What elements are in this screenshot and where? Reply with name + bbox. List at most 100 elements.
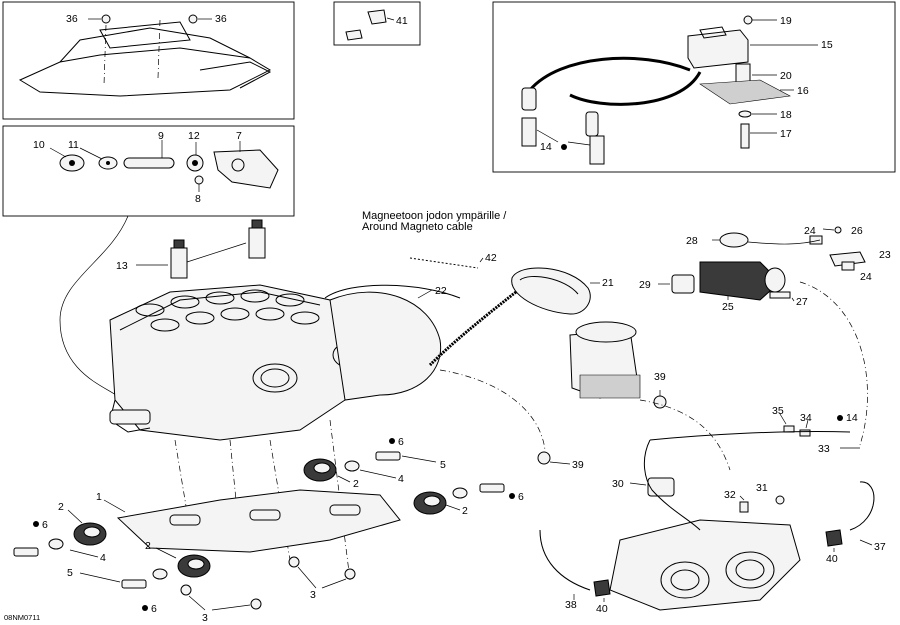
- callout-18: 18: [780, 109, 792, 121]
- callout-40-right: 40: [826, 553, 838, 565]
- callout-38: 38: [565, 599, 577, 611]
- spark-plug-14-right: [589, 135, 605, 165]
- chassis-drawing: [18, 19, 272, 97]
- callout-31: 31: [756, 482, 768, 494]
- intake-port-left: [252, 363, 298, 393]
- lubricant-icon-6c: [389, 438, 395, 444]
- inset-box-chassis: [2, 1, 295, 120]
- ignition-cable-right: [569, 71, 702, 106]
- spark-plug-13-left: [170, 239, 188, 279]
- screw-19: [743, 15, 753, 25]
- part-12-gear: [186, 154, 204, 172]
- clamp-39-upper: [653, 395, 667, 409]
- washer-18: [738, 110, 752, 118]
- callout-4-right: 4: [398, 473, 404, 485]
- callout-6-c: 6: [398, 436, 404, 448]
- spark-plug-14-left: [521, 117, 537, 147]
- rubber-mount-2-d: [413, 491, 447, 515]
- callout-41: 41: [396, 15, 408, 27]
- callout-2-b: 2: [145, 540, 151, 552]
- callout-15: 15: [821, 39, 833, 51]
- callout-14-coil: 14: [540, 141, 552, 153]
- screw-26: [834, 226, 842, 234]
- part-8-screw: [194, 175, 204, 185]
- spring-42: [409, 257, 479, 269]
- callout-21: 21: [602, 277, 614, 289]
- callout-6-b: 6: [151, 603, 157, 615]
- engine-block: [109, 284, 378, 441]
- clamp-40-right: [825, 529, 843, 547]
- part-10-flywheel-nut: [59, 154, 85, 172]
- callout-12: 12: [188, 130, 200, 142]
- nut-3-a: [180, 584, 192, 596]
- callout-33: 33: [818, 443, 830, 455]
- callout-40-bottom: 40: [596, 603, 608, 615]
- callout-20: 20: [780, 70, 792, 82]
- callout-36-left: 36: [66, 13, 78, 25]
- lubricant-icon-6b: [142, 605, 148, 611]
- bolt-5-d: [479, 483, 505, 493]
- callout-3-left: 3: [202, 612, 208, 624]
- magneto-housing-22: [324, 284, 461, 401]
- callout-16: 16: [797, 85, 809, 97]
- inset-box-magneto: [2, 125, 295, 217]
- part-11-washer: [98, 156, 118, 170]
- bolt-5-c: [375, 451, 401, 461]
- callout-9: 9: [158, 130, 164, 142]
- washer-4-a: [48, 538, 64, 550]
- callout-19: 19: [780, 15, 792, 27]
- callout-29: 29: [639, 279, 651, 291]
- nut-3-c: [288, 556, 300, 568]
- callout-28: 28: [686, 235, 698, 247]
- clip-35: [783, 425, 795, 433]
- hose-38: [539, 529, 591, 591]
- callout-2-c: 2: [353, 478, 359, 490]
- spark-plug-13-right: [248, 219, 266, 259]
- lubricant-icon-6d: [509, 493, 515, 499]
- callout-13: 13: [116, 260, 128, 272]
- fitting-32: [739, 501, 749, 513]
- spark-plug-cap-left: [521, 87, 537, 111]
- callout-24-bottom: 24: [860, 271, 872, 283]
- washer-4-c: [344, 460, 360, 472]
- clamp-39-lower: [537, 451, 551, 465]
- washer-4-b: [152, 568, 168, 580]
- spark-plug-cap-right: [585, 111, 599, 137]
- oil-tank: [569, 321, 641, 399]
- figure-code: 08NM0711: [4, 613, 40, 622]
- bolt-5-b: [121, 579, 147, 589]
- callout-32: 32: [724, 489, 736, 501]
- bolt-5-a: [13, 547, 39, 557]
- fuel-filter-30: [647, 477, 675, 497]
- part-9-shaft: [123, 157, 175, 169]
- callout-26: 26: [851, 225, 863, 237]
- callout-23: 23: [879, 249, 891, 261]
- washer-4-d: [452, 487, 468, 499]
- connector-24-top: [809, 235, 823, 245]
- callout-14-hose: 14: [846, 412, 858, 424]
- callout-39-lower: 39: [572, 459, 584, 471]
- sensor-28: [719, 232, 749, 248]
- callout-1: 1: [96, 491, 102, 503]
- callout-37: 37: [874, 541, 886, 553]
- screw-36-left: [101, 14, 111, 24]
- callout-17: 17: [780, 128, 792, 140]
- callout-10: 10: [33, 139, 45, 151]
- note-line-2: Around Magneto cable: [362, 221, 473, 233]
- callout-22: 22: [435, 285, 447, 297]
- callout-5-left: 5: [67, 567, 73, 579]
- rubber-mount-2-a: [73, 522, 107, 546]
- ignition-cable-left: [528, 56, 691, 91]
- lubricant-icon-hose: [837, 415, 843, 421]
- callout-2-a: 2: [58, 501, 64, 513]
- fitting-31: [775, 495, 785, 505]
- callout-30: 30: [612, 478, 624, 490]
- fuel-line: [643, 439, 701, 531]
- ignition-coil-15: [687, 26, 749, 69]
- callout-5-right: 5: [440, 459, 446, 471]
- connector-24-bottom: [841, 261, 855, 271]
- rubber-mount-2-c: [303, 458, 337, 482]
- nut-3-d: [344, 568, 356, 580]
- mount-plate-1: [116, 489, 401, 553]
